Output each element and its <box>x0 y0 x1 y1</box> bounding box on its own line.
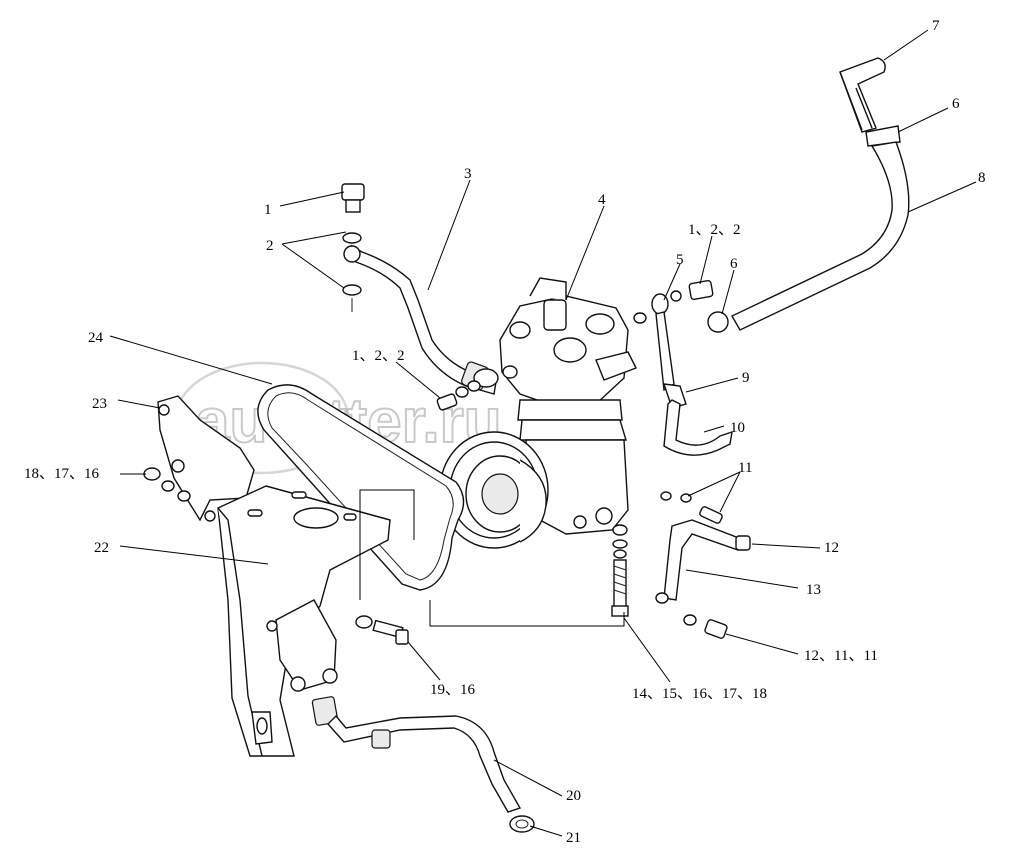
label-6-top: 6 <box>952 96 960 112</box>
label-12: 12 <box>824 540 839 556</box>
label-2: 2 <box>266 238 274 254</box>
belt-24 <box>257 384 465 591</box>
label-12-11-11: 12、11、11 <box>804 648 878 664</box>
label-23: 23 <box>92 396 107 412</box>
assembly-brackets <box>359 489 625 627</box>
clamp-21 <box>509 815 535 833</box>
label-11: 11 <box>738 460 752 476</box>
pipes-right <box>633 279 751 639</box>
label-3: 3 <box>464 166 472 182</box>
label-1-2-2-mid: 1、2、2 <box>352 348 405 364</box>
intake-pipe-7-8 <box>731 57 910 331</box>
nut-washers-16-18 <box>143 467 191 502</box>
label-7: 7 <box>932 18 940 34</box>
bracket-22 <box>217 485 391 757</box>
label-13: 13 <box>806 582 821 598</box>
hose-3 <box>343 244 497 395</box>
bracket-23 <box>157 395 255 522</box>
bolt-14-18 <box>611 524 629 617</box>
label-20: 20 <box>566 788 581 804</box>
label-8: 8 <box>978 170 986 186</box>
compressor-4 <box>473 277 637 535</box>
bolt-19 <box>355 615 409 645</box>
label-22: 22 <box>94 540 109 556</box>
label-21: 21 <box>566 830 581 846</box>
callout-labels: 7 6 8 3 4 1 2 1、2、2 5 6 24 1、2、2 9 23 10… <box>24 18 986 846</box>
label-1: 1 <box>264 202 272 218</box>
label-6-mid: 6 <box>730 256 738 272</box>
bolt-and-washers-1-2-left <box>341 183 365 312</box>
label-10: 10 <box>730 420 745 436</box>
label-1-2-2-top: 1、2、2 <box>688 222 741 238</box>
label-24: 24 <box>88 330 104 346</box>
label-5: 5 <box>676 252 684 268</box>
label-18-17-16: 18、17、16 <box>24 466 100 482</box>
label-9: 9 <box>742 370 750 386</box>
bolt-1-2-2-middle <box>436 380 481 411</box>
pulley <box>439 431 549 549</box>
label-4: 4 <box>598 192 606 208</box>
label-14-15-16-17-18: 14、15、16、17、18 <box>632 686 767 702</box>
leader-lines <box>109 29 977 837</box>
hose-20 <box>311 696 522 813</box>
label-19-16: 19、16 <box>430 682 476 698</box>
